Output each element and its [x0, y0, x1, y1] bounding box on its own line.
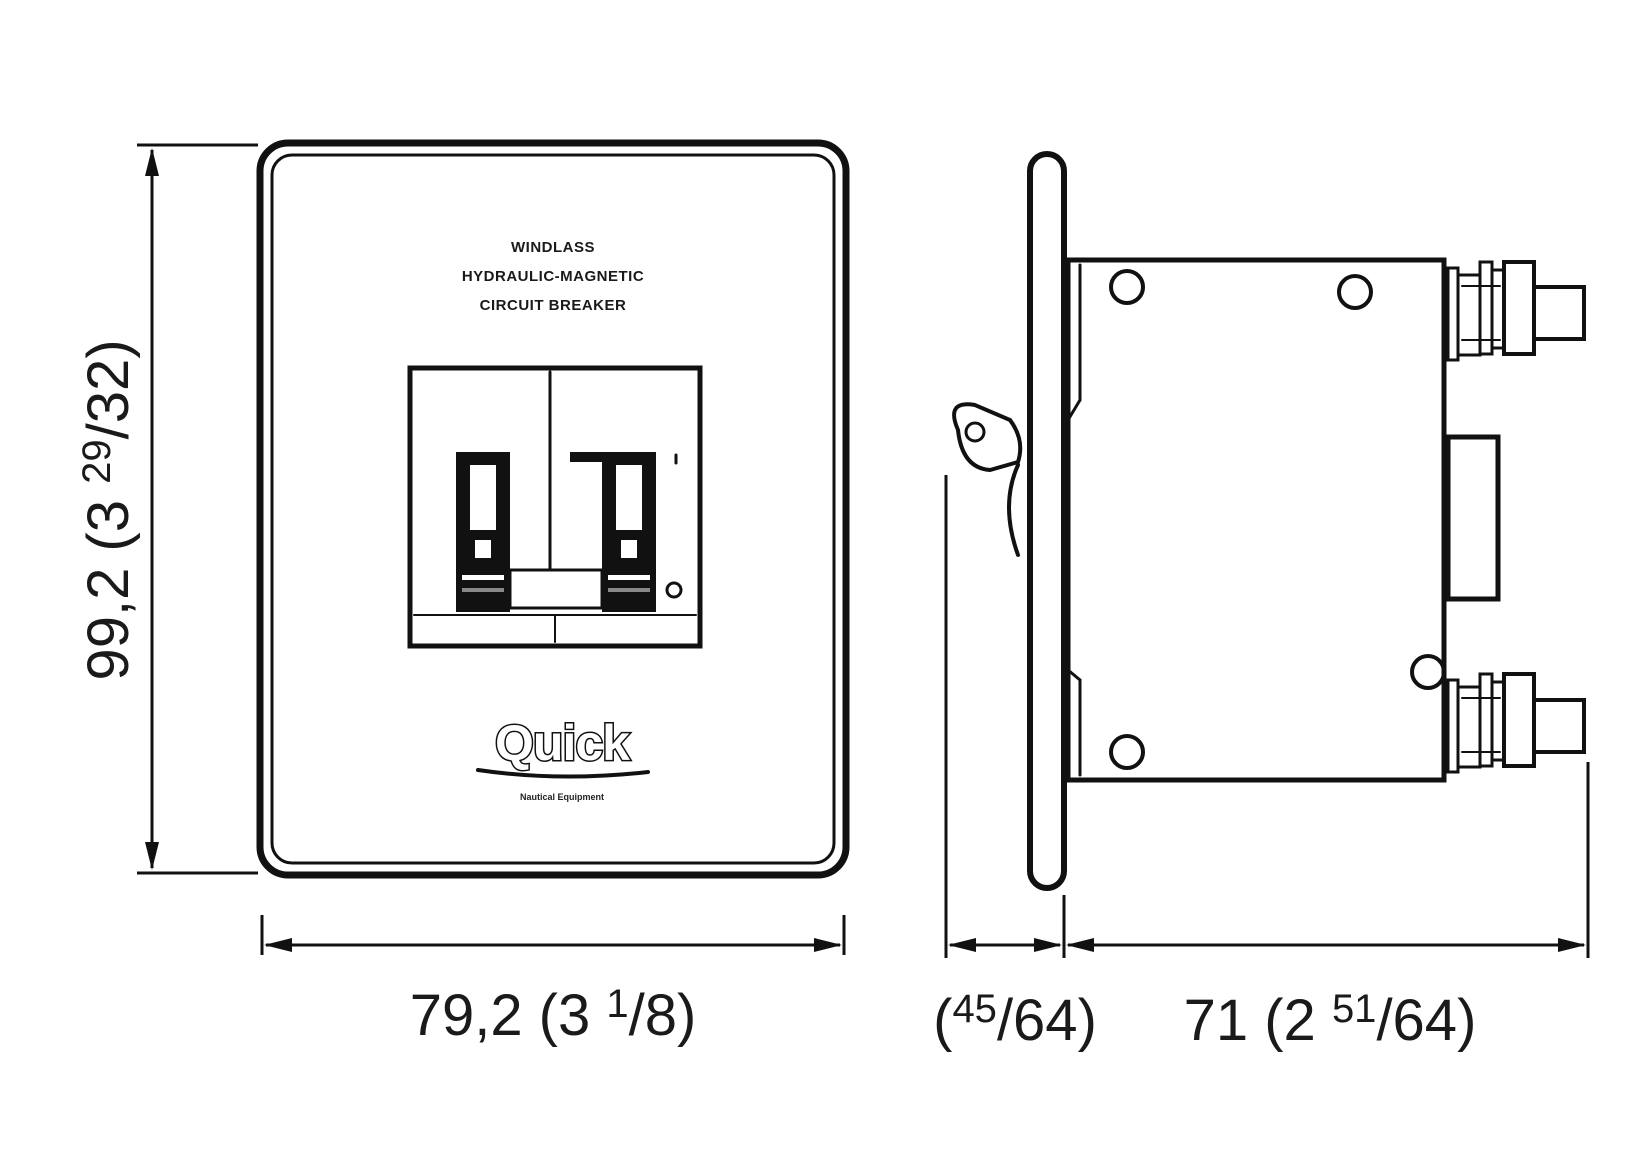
front-plate-bevel — [270, 153, 836, 865]
body-hole-bottom-left — [1109, 734, 1145, 770]
body-side-boss — [1445, 434, 1501, 602]
width-arrow-right — [814, 938, 842, 952]
right-toggle-lever — [570, 452, 656, 612]
toggle-depth-label-open: ( — [933, 988, 952, 1053]
lower-terminal — [1446, 672, 1586, 774]
side-toggle-lever — [952, 402, 1023, 473]
caption-line-3: CIRCUIT BREAKER — [480, 297, 627, 314]
height-label-sup: 29 — [75, 439, 119, 484]
upper-terminal — [1446, 260, 1586, 362]
breaker-window — [407, 365, 703, 649]
height-label-rest: /32) — [76, 339, 141, 439]
left-toggle-lever — [456, 452, 510, 612]
side-plate-edge — [1027, 151, 1067, 891]
lever-tie-bar — [508, 568, 604, 610]
brand-swoosh — [476, 768, 650, 779]
toggle-depth-label-rest: /64) — [997, 988, 1097, 1053]
reset-indicator — [665, 581, 683, 599]
body-depth-label-main: 71 (2 — [1184, 988, 1332, 1053]
width-label: 79,2 (3 1/8) — [410, 982, 697, 1048]
body-hole-bottom-right — [1410, 654, 1446, 690]
body-hole-top-left — [1109, 269, 1145, 305]
body-depth-arrow-right — [1558, 938, 1586, 952]
toggle-depth-arrow-left — [948, 938, 976, 952]
toggle-depth-label-sup: 45 — [952, 987, 997, 1031]
body-depth-arrow-left — [1066, 938, 1094, 952]
width-label-rest: /8) — [629, 983, 697, 1048]
side-toggle-pivot — [964, 421, 986, 443]
width-label-main: 79,2 (3 — [410, 983, 607, 1048]
brand-subtitle: Nautical Equipment — [520, 792, 604, 802]
dimension-lines — [137, 143, 1590, 958]
body-flange-bottom-step — [1066, 668, 1082, 682]
height-label-main: 99,2 (3 — [76, 484, 141, 681]
breaker-body — [1065, 257, 1447, 783]
width-label-sup: 1 — [606, 982, 628, 1026]
svg-text:99,2 (3 29/32): 99,2 (3 29/32) — [75, 339, 141, 680]
body-depth-label-rest: /64) — [1376, 988, 1476, 1053]
caption-line-2: HYDRAULIC-MAGNETIC — [462, 268, 644, 285]
caption-line-1: WINDLASS — [511, 239, 595, 256]
width-arrow-left — [264, 938, 292, 952]
front-plate-outline — [256, 139, 850, 879]
side-toggle-boot — [1007, 463, 1020, 557]
body-hole-top-right — [1337, 274, 1373, 310]
front-view — [256, 139, 850, 879]
body-depth-label: 71 (2 51/64) — [1184, 987, 1477, 1053]
brand-logo: Quick — [495, 715, 630, 771]
body-flange-top-step — [1066, 398, 1082, 422]
body-depth-label-sup: 51 — [1332, 987, 1377, 1031]
height-arrow-top — [145, 148, 159, 176]
toggle-depth-label: (45/64) — [933, 987, 1097, 1053]
toggle-depth-arrow-right — [1034, 938, 1062, 952]
side-view — [952, 151, 1586, 891]
height-arrow-bottom — [145, 842, 159, 870]
height-label: 99,2 (3 29/32) — [75, 339, 141, 680]
